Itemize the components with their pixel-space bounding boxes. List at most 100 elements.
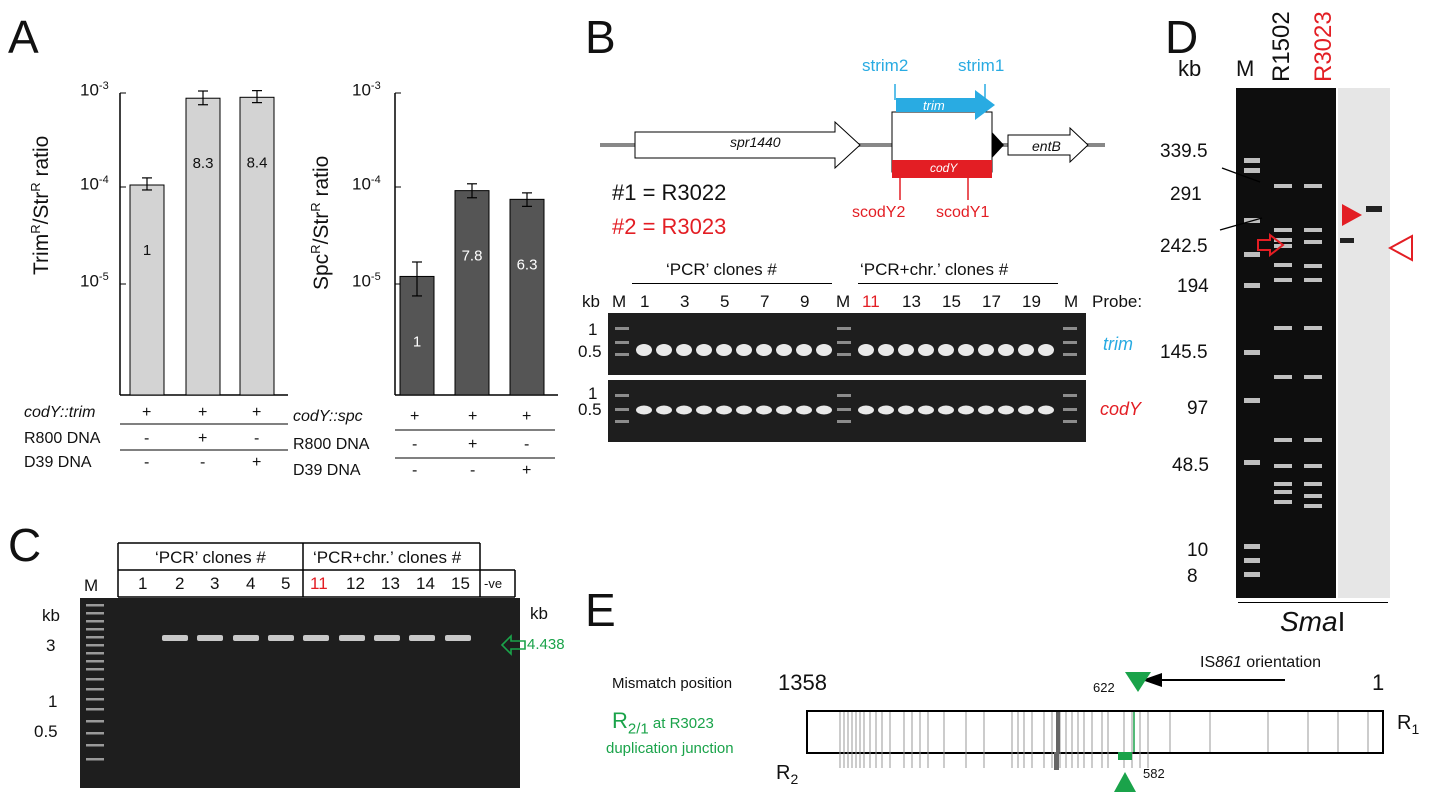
c-lane-label: 4 (246, 574, 256, 593)
ladder-band (1063, 408, 1077, 411)
b-kb-05: 0.5 (578, 342, 602, 361)
c-lane-neg: -ve (484, 576, 503, 591)
chart2-row3-label: D39 DNA (293, 462, 361, 479)
d-size-label: 8 (1187, 566, 1198, 587)
gel-band (374, 635, 400, 641)
c-lane-label: 15 (451, 574, 470, 593)
gel-band (1304, 504, 1322, 508)
chart1-row2-label: R800 DNA (24, 430, 101, 447)
c-band-size: 4.438 (527, 636, 565, 653)
gene-trim-label: trim (923, 98, 945, 113)
mismatch-block (1056, 712, 1060, 752)
gel-band (197, 635, 223, 641)
chart1-row3-label: D39 DNA (24, 454, 92, 471)
gel-band (878, 405, 894, 415)
gel-band (858, 344, 874, 356)
c-lane-label: 13 (381, 574, 400, 593)
d-size-label: 48.5 (1172, 455, 1209, 476)
bar-label: 7.8 (462, 248, 483, 265)
chart2-tick-1e-3: 10-3 (352, 80, 381, 100)
e-bottom-marker-icon (1114, 752, 1136, 792)
gel-band (636, 344, 652, 356)
gel-band (1304, 184, 1322, 188)
e-r1-label: R1 (1397, 712, 1420, 737)
d-size-label: 97 (1187, 398, 1209, 419)
gel-band (1304, 278, 1322, 282)
ladder-band (86, 668, 104, 671)
primer-scody2: scodY2 (852, 204, 906, 221)
b-probe-trim: trim (1103, 334, 1133, 354)
primer-scody1: scodY1 (936, 204, 990, 221)
ladder-band (615, 327, 629, 330)
chart1-tick-1e-4: 10-4 (80, 174, 109, 194)
c-lane-label: 11 (310, 574, 328, 593)
b-bracket-line (632, 283, 832, 284)
c-lane-m: M (84, 576, 99, 595)
b-lane-label: 11 (862, 292, 880, 311)
c-lane-label: 12 (346, 574, 365, 593)
gel-band (1018, 405, 1034, 415)
b-lane-label: 19 (1022, 292, 1041, 311)
gene-cody-label: codY (930, 161, 958, 175)
gel-band (1304, 228, 1322, 232)
bar-label: 8.3 (193, 155, 214, 172)
c-ladder-3: 3 (46, 636, 56, 655)
bar (509, 198, 545, 396)
ladder-band (1274, 326, 1292, 330)
ladder-band (1244, 350, 1260, 355)
gel-band (938, 405, 954, 415)
d-gel-blot (1338, 88, 1390, 598)
gel-band (918, 344, 934, 356)
clone2-label: #2 = R3023 (612, 214, 727, 239)
ladder-band (86, 660, 104, 663)
d-lane-m: M (1236, 56, 1255, 81)
ladder-band (837, 341, 851, 344)
ladder-band (1244, 460, 1260, 465)
chart1-sign: - (144, 454, 150, 471)
b-kb-label: kb (582, 292, 600, 311)
ladder-band (1274, 490, 1292, 494)
c-ladder-1: 1 (48, 692, 58, 711)
chart2-sign: + (522, 408, 532, 425)
ladder-band (1274, 278, 1292, 282)
e-orientation-arrow-icon (1142, 673, 1285, 687)
ladder-band (86, 652, 104, 655)
e-sequence-box (806, 710, 1384, 754)
d-enzyme-label: SmaI (1280, 606, 1346, 637)
e-r2-label: R2 (776, 762, 799, 787)
c-lane-label: 1 (138, 574, 148, 593)
d-size-label: 291 (1170, 184, 1202, 205)
ladder-band (1063, 394, 1077, 397)
ladder-band (86, 620, 104, 623)
gel-band (878, 344, 894, 356)
chart1-sign: + (252, 454, 262, 471)
e-right-num: 1 (1372, 670, 1385, 695)
ladder-band (1274, 438, 1292, 442)
gel-band (756, 405, 772, 415)
ladder-band (615, 408, 629, 411)
ladder-band (86, 708, 104, 711)
chart1-sign: + (252, 404, 262, 421)
chart1-ylabel: TrimR/StrR ratio (28, 135, 53, 275)
gel-band (796, 405, 812, 415)
e-r21-label: R2/1 at R3023 (612, 708, 714, 738)
chart2-sign: + (468, 436, 478, 453)
gene-spr1440-label: spr1440 (730, 134, 781, 150)
bar (454, 190, 490, 396)
bar-label: 8.4 (247, 154, 268, 171)
panel-label-a: A (8, 11, 39, 63)
ladder-band (615, 394, 629, 397)
chart1-tick-1e-3: 10-3 (80, 80, 109, 100)
gel-band (268, 635, 294, 641)
c-ladder-05: 0.5 (34, 722, 58, 741)
panel-label-d: D (1165, 11, 1199, 63)
panel-label-b: B (585, 11, 616, 63)
gel-band (776, 405, 792, 415)
ladder-band (86, 744, 104, 747)
b-probe-header: Probe: (1092, 292, 1143, 311)
gel-band (776, 344, 792, 356)
chart1-sign: - (254, 430, 260, 447)
b-lane-label: 3 (680, 292, 690, 311)
b-gel-trim (608, 313, 1086, 375)
gel-band (656, 405, 672, 415)
